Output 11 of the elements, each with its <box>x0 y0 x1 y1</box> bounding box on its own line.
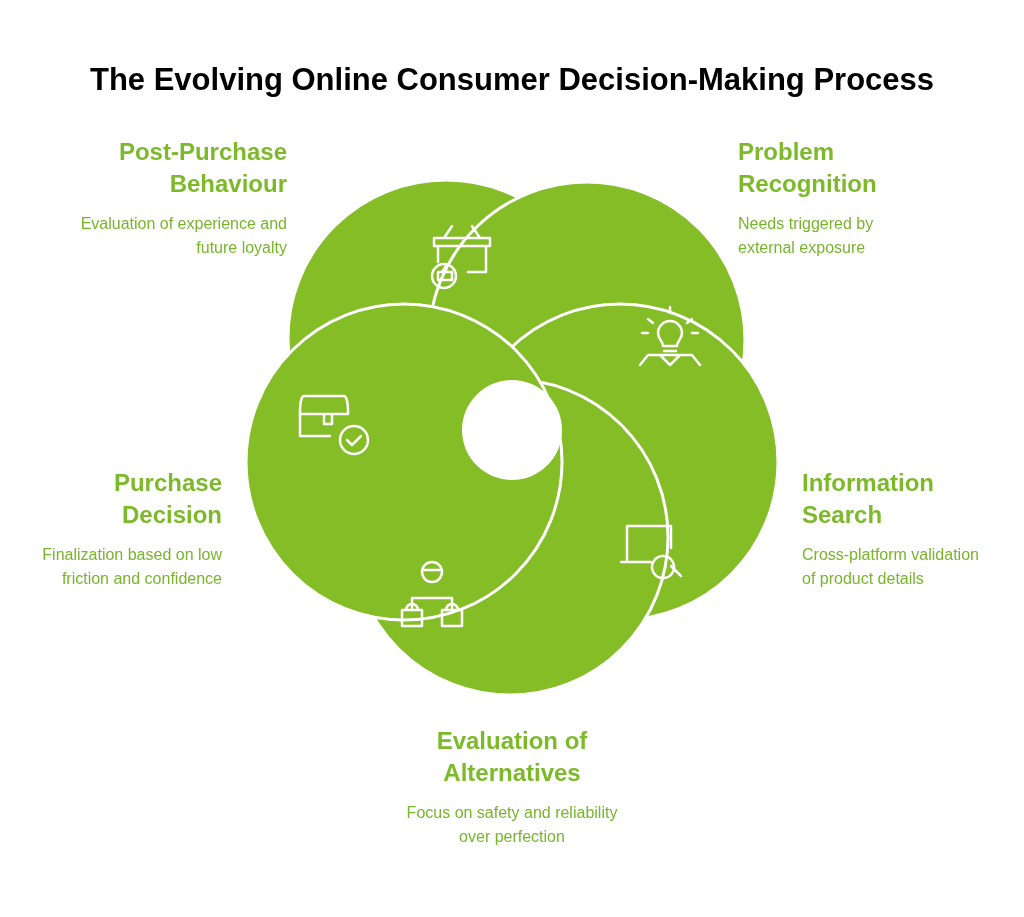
diagram-title: The Evolving Online Consumer Decision-Making Process <box>88 62 936 98</box>
stage-heading: Purchase Decision <box>112 468 222 530</box>
stage-heading: Information Search <box>802 468 935 530</box>
stage-description: Needs triggered by external exposure <box>738 214 875 258</box>
stage-description: Cross-platform validation of product details <box>802 545 980 589</box>
stage-heading: Post-Purchase Behaviour <box>117 137 287 199</box>
stage-description: Evaluation of experience and future loyalty <box>79 214 287 258</box>
stage-description: Finalization based on low friction and confidence <box>41 545 222 589</box>
stage-heading: Problem Recognition <box>738 137 878 199</box>
stage-description: Focus on safety and reliability over perfection <box>405 803 619 847</box>
stage-heading: Evaluation of Alternatives <box>435 726 589 788</box>
